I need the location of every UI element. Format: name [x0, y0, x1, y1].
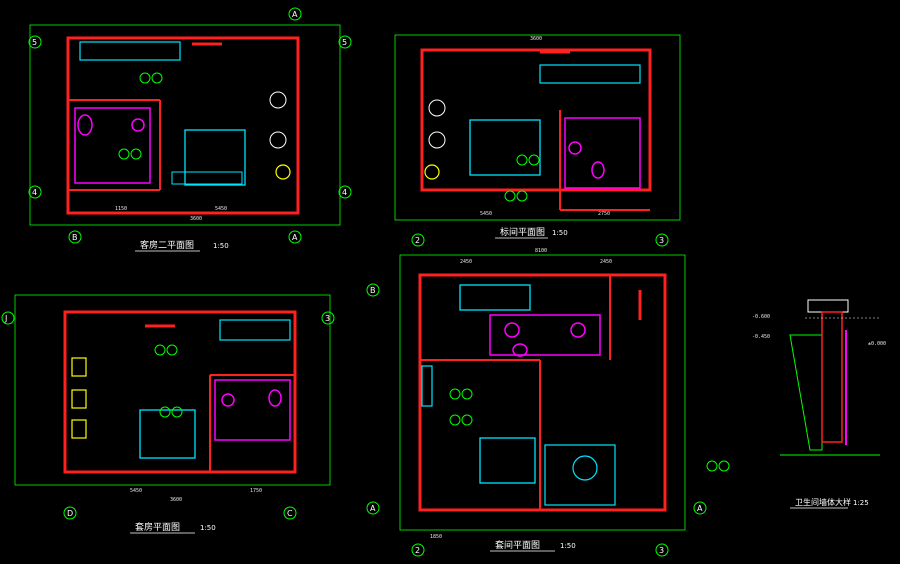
level-mark: -0.600	[752, 314, 770, 320]
axis-label: 4	[342, 188, 347, 197]
bed	[184, 129, 246, 186]
chair	[71, 357, 87, 377]
dimension-text: 8100	[535, 248, 547, 254]
armchair	[269, 91, 287, 109]
lamp-icon	[275, 164, 291, 180]
wall-detail: -0.600 -0.450 ±0.000 卫生间墙体大样 1:25	[706, 299, 886, 509]
bathroom	[564, 117, 641, 189]
dimension-text: 3600	[530, 36, 542, 42]
axis-label: B	[370, 286, 376, 295]
axis-label: 2	[415, 236, 420, 245]
plan-scale: 1:50	[200, 524, 216, 532]
basin	[568, 141, 582, 155]
plan-title: 标间平面图	[500, 226, 545, 238]
dimension-frame	[14, 294, 331, 486]
dimension-text: 2450	[600, 259, 612, 265]
axis-bubble	[28, 35, 42, 49]
axis-label: 5	[32, 38, 37, 47]
section-outline	[789, 334, 823, 451]
bathtub	[459, 284, 531, 311]
dimension-text: 5450	[480, 211, 492, 217]
toilet	[268, 389, 282, 407]
axis-label: A	[697, 504, 703, 513]
axis-label: B	[72, 233, 78, 242]
dimension-frame	[394, 34, 681, 221]
dimension-frame	[29, 24, 341, 226]
dimension-text: 1850	[430, 534, 442, 540]
bed	[139, 409, 196, 459]
plan-suite-large: 2 3 B A 2 3 A 8100 2450 2450 1850 套间平面图 …	[366, 233, 707, 557]
axis-label: 2	[415, 546, 420, 555]
axis-label: D	[67, 509, 73, 518]
plan-guestroom-2: 5 5 4 4 B A A 3600 1150 5450 客房二平面图 1:50	[28, 7, 352, 252]
outer-wall	[66, 36, 300, 215]
dimension-text: 2750	[598, 211, 610, 217]
axis-label: C	[287, 509, 293, 518]
toilet	[512, 343, 528, 357]
outer-wall	[418, 273, 667, 512]
round-table	[572, 455, 598, 481]
axis-label: J	[4, 314, 7, 323]
axis-label: 4	[32, 188, 37, 197]
dimension-text: 3600	[190, 216, 202, 222]
toilet	[77, 114, 93, 136]
plan-scale: 1:50	[552, 229, 568, 237]
vanity	[489, 314, 601, 356]
bed	[469, 119, 541, 176]
basin	[221, 393, 235, 407]
axis-label: A	[292, 10, 298, 19]
dimension-text: 1150	[115, 206, 127, 212]
wardrobe	[79, 41, 181, 61]
dimension-text: 5450	[215, 206, 227, 212]
outer-wall	[63, 310, 297, 474]
level-mark: ±0.000	[868, 341, 886, 347]
axis-label: 5	[342, 38, 347, 47]
dimension-text: 2450	[460, 259, 472, 265]
lamp-icon	[424, 164, 440, 180]
basin	[504, 322, 520, 338]
axis-label: 3	[659, 546, 664, 555]
axis-label: A	[370, 504, 376, 513]
wall-section	[821, 311, 843, 443]
detail-scale: 1:25	[853, 499, 869, 507]
plan-title: 套房平面图	[135, 521, 180, 533]
wardrobe	[219, 319, 291, 341]
detail-title: 卫生间墙体大样	[795, 497, 851, 507]
plan-title: 客房二平面图	[140, 239, 194, 251]
bathroom	[214, 379, 291, 441]
axis-label: 3	[659, 236, 664, 245]
toilet	[591, 161, 605, 179]
basin	[131, 118, 145, 132]
bathroom	[74, 107, 151, 184]
plan-scale: 1:50	[560, 542, 576, 550]
plan-standard-room: 3600 5450 2750 标间平面图 1:50	[394, 34, 681, 239]
plan-suite: J 3 D C 5450 1750 3600 套房平面图 1:50	[1, 294, 335, 534]
dimension-frame	[399, 254, 686, 531]
dimension-text: 5450	[130, 488, 142, 494]
sofa	[544, 444, 616, 506]
axis-label: A	[292, 233, 298, 242]
dimension-text: 3600	[170, 497, 182, 503]
bed	[479, 437, 536, 484]
plan-title: 套间平面图	[495, 539, 540, 551]
axis-label: 3	[325, 314, 330, 323]
outer-wall	[420, 48, 652, 192]
level-mark: -0.450	[752, 334, 770, 340]
wardrobe	[539, 64, 641, 84]
plan-scale: 1:50	[213, 242, 229, 250]
dimension-text: 1750	[250, 488, 262, 494]
